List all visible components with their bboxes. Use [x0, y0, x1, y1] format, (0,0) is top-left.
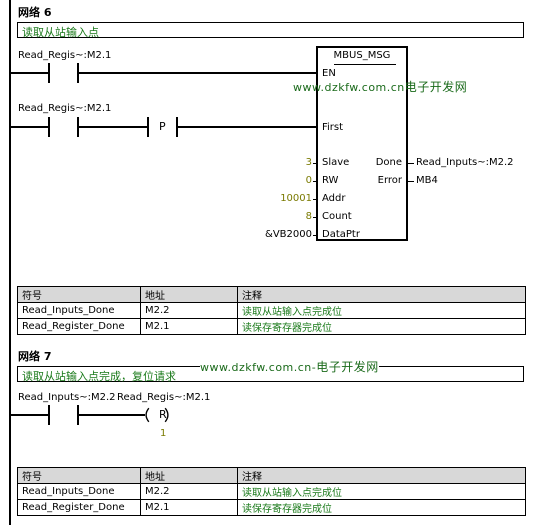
wire [178, 126, 316, 128]
watermark-1-url: www.dzkfw.com.cn [293, 81, 405, 94]
wire [11, 72, 48, 74]
wire [79, 126, 147, 128]
value-done[interactable]: Read_Inputs~:M2.2 [416, 157, 514, 168]
wire [79, 414, 145, 416]
table-row[interactable]: Read_Inputs_Done M2.2 读取从站输入点完成位 [17, 302, 526, 319]
contact-3-right-bar [77, 405, 79, 425]
left-power-rail [9, 0, 11, 525]
normally-open-contact-3[interactable] [46, 403, 82, 427]
pin-en: EN [322, 68, 336, 79]
col-comment: 注释 [237, 286, 526, 303]
network-6-title: 网络 6 [18, 6, 52, 19]
watermark-1: www.dzkfw.com.cn电子开发网 [293, 78, 467, 95]
contact-1-label: Read_Regis~:M2.1 [18, 50, 112, 61]
symbol-table-network-6: 符号 地址 注释 Read_Inputs_Done M2.2 读取从站输入点完成… [17, 286, 526, 335]
reset-coil[interactable] [142, 403, 172, 427]
table-row[interactable]: Read_Register_Done M2.1 读保存寄存器完成位 [17, 499, 526, 516]
cell-comment[interactable]: 读保存寄存器完成位 [237, 499, 526, 516]
cell-symbol[interactable]: Read_Inputs_Done [17, 483, 141, 500]
watermark-2-cn: 电子开发网 [316, 360, 379, 374]
table-row[interactable]: Read_Inputs_Done M2.2 读取从站输入点完成位 [17, 483, 526, 500]
network-6-comment-box[interactable]: 读取从站输入点 [17, 22, 524, 39]
mbus-msg-block[interactable]: MBUS_MSG EN First Slave RW Addr Count Da… [316, 46, 408, 241]
network-7-title: 网络 7 [18, 350, 52, 363]
pwire [334, 64, 396, 65]
cell-comment[interactable]: 读取从站输入点完成位 [237, 483, 526, 500]
normally-open-contact-2[interactable] [46, 115, 82, 139]
pwire [313, 235, 318, 236]
pin-dataptr: DataPtr [322, 229, 360, 240]
table-row[interactable]: Read_Register_Done M2.1 读保存寄存器完成位 [17, 318, 526, 335]
wire [11, 126, 48, 128]
pwire [313, 163, 318, 164]
value-addr[interactable]: 10001 [280, 193, 312, 204]
contact-1-left-bar [48, 63, 50, 83]
pwire [408, 181, 414, 182]
pwire [313, 217, 318, 218]
pwire [408, 163, 414, 164]
pwire [313, 181, 318, 182]
p-contact-left-bar [147, 117, 149, 137]
cell-symbol[interactable]: Read_Inputs_Done [17, 302, 141, 319]
cell-address[interactable]: M2.1 [140, 499, 238, 516]
pin-addr: Addr [322, 193, 346, 204]
value-error[interactable]: MB4 [416, 175, 438, 186]
positive-transition-contact[interactable] [145, 115, 181, 139]
contact-2-label: Read_Regis~:M2.1 [18, 103, 112, 114]
cell-address[interactable]: M2.1 [140, 318, 238, 335]
pwire [313, 199, 318, 200]
cell-comment[interactable]: 读取从站输入点完成位 [237, 302, 526, 319]
cell-symbol[interactable]: Read_Register_Done [17, 499, 141, 516]
positive-transition-label: P [159, 120, 166, 133]
coil-type: R [159, 408, 167, 421]
pin-first: First [322, 122, 344, 133]
col-comment: 注释 [237, 467, 526, 484]
pin-count: Count [322, 211, 352, 222]
value-rw[interactable]: 0 [305, 175, 312, 186]
value-slave[interactable]: 3 [305, 157, 312, 168]
pin-rw: RW [322, 175, 339, 186]
value-count[interactable]: 8 [305, 211, 312, 222]
normally-open-contact-1[interactable] [46, 61, 82, 85]
coil-label: Read_Regis~:M2.1 [117, 392, 211, 403]
pin-error: Error [377, 175, 402, 186]
col-symbol: 符号 [17, 467, 141, 484]
contact-3-left-bar [48, 405, 50, 425]
contact-2-left-bar [48, 117, 50, 137]
wire [11, 414, 48, 416]
wire [79, 72, 316, 74]
cell-comment[interactable]: 读保存寄存器完成位 [237, 318, 526, 335]
contact-2-right-bar [77, 117, 79, 137]
cell-address[interactable]: M2.2 [140, 483, 238, 500]
value-dataptr[interactable]: &VB2000 [265, 229, 312, 240]
pin-done: Done [375, 157, 402, 168]
cell-symbol[interactable]: Read_Register_Done [17, 318, 141, 335]
p-contact-right-bar [176, 117, 178, 137]
contact-1-right-bar [77, 63, 79, 83]
coil-count[interactable]: 1 [160, 428, 167, 439]
col-address: 地址 [140, 286, 238, 303]
symbol-table-network-7: 符号 地址 注释 Read_Inputs_Done M2.2 读取从站输入点完成… [17, 467, 526, 516]
watermark-2: www.dzkfw.com.cn-电子开发网 [200, 358, 379, 375]
network-6-comment: 读取从站输入点 [22, 26, 99, 39]
cell-address[interactable]: M2.2 [140, 302, 238, 319]
contact-3-label: Read_Inputs~:M2.2 [18, 392, 116, 403]
col-address: 地址 [140, 467, 238, 484]
block-name: MBUS_MSG [333, 50, 391, 61]
network-7-comment: 读取从站输入点完成，复位请求 [22, 370, 176, 383]
pin-slave: Slave [322, 157, 350, 168]
watermark-1-cn: 电子开发网 [404, 80, 468, 94]
col-symbol: 符号 [17, 286, 141, 303]
watermark-2-url: www.dzkfw.com.cn- [200, 361, 317, 374]
